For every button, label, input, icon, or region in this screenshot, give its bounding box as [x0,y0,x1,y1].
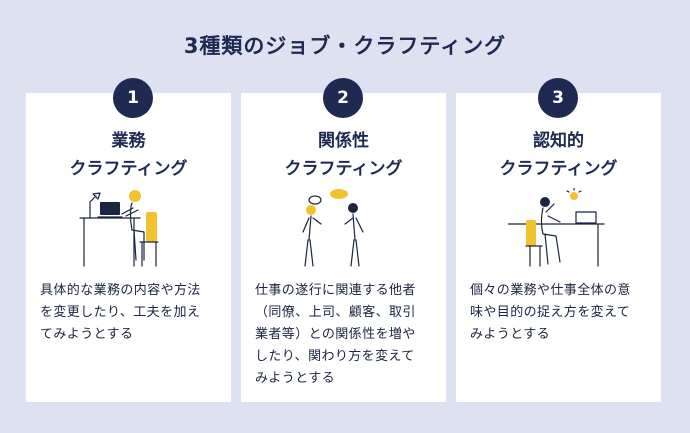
description-line: を変更したり、工夫を加え [40,305,201,320]
description-line: 味や目的の捉え方を変えて [470,305,631,320]
card-relational-crafting: 関係性 クラフティング 仕事の遂行に関連する他者 （同僚、上司、顧客、取 [241,93,446,402]
card-heading-line1: 関係性 [318,131,369,151]
description-line: てみようとする [40,327,134,342]
card-task-crafting: 業務 クラフティング 具体的 [26,93,231,402]
card-heading-line1: 認知的 [533,131,584,151]
description-line: みようとする [470,327,551,342]
page-title: 3種類のジョブ・クラフティング [183,34,507,58]
description-line: 個々の業務や仕事全体の意 [470,283,631,298]
two-people-talking-icon [302,189,364,267]
card-description: 具体的な業務の内容や方法 を変更したり、工夫を加え てみようとする [40,280,222,346]
description-line: 具体的な業務の内容や方法 [40,283,201,298]
card-description: 仕事の遂行に関連する他者 （同僚、上司、顧客、取引 業者等）との関係性を増や し… [255,280,437,390]
person-working-at-desk-icon [79,190,159,267]
description-line: したり、関わり方を変えて [255,349,415,364]
step-number-badge-1: 1 [113,78,153,118]
description-line: みようとする [255,371,336,386]
card-heading-line1: 業務 [111,131,146,151]
card-heading-line2: クラフティング [284,159,403,179]
card-heading: 認知的 クラフティング [456,127,661,183]
description-line: 業者等）との関係性を増や [255,327,416,342]
card-heading-line2: クラフティング [69,159,188,179]
card-heading-line2: クラフティング [499,159,618,179]
description-line: 仕事の遂行に関連する他者 [255,283,416,298]
step-number-badge-2: 2 [323,78,363,118]
card-description: 個々の業務や仕事全体の意 味や目的の捉え方を変えて みようとする [470,280,652,346]
card-heading: 業務 クラフティング [26,127,231,183]
card-cognitive-crafting: 認知的 クラフティング 個々 [456,93,661,402]
person-with-idea-icon [508,188,605,267]
step-number-badge-3: 3 [538,78,578,118]
card-heading: 関係性 クラフティング [241,127,446,183]
description-line: （同僚、上司、顧客、取引 [255,305,416,320]
